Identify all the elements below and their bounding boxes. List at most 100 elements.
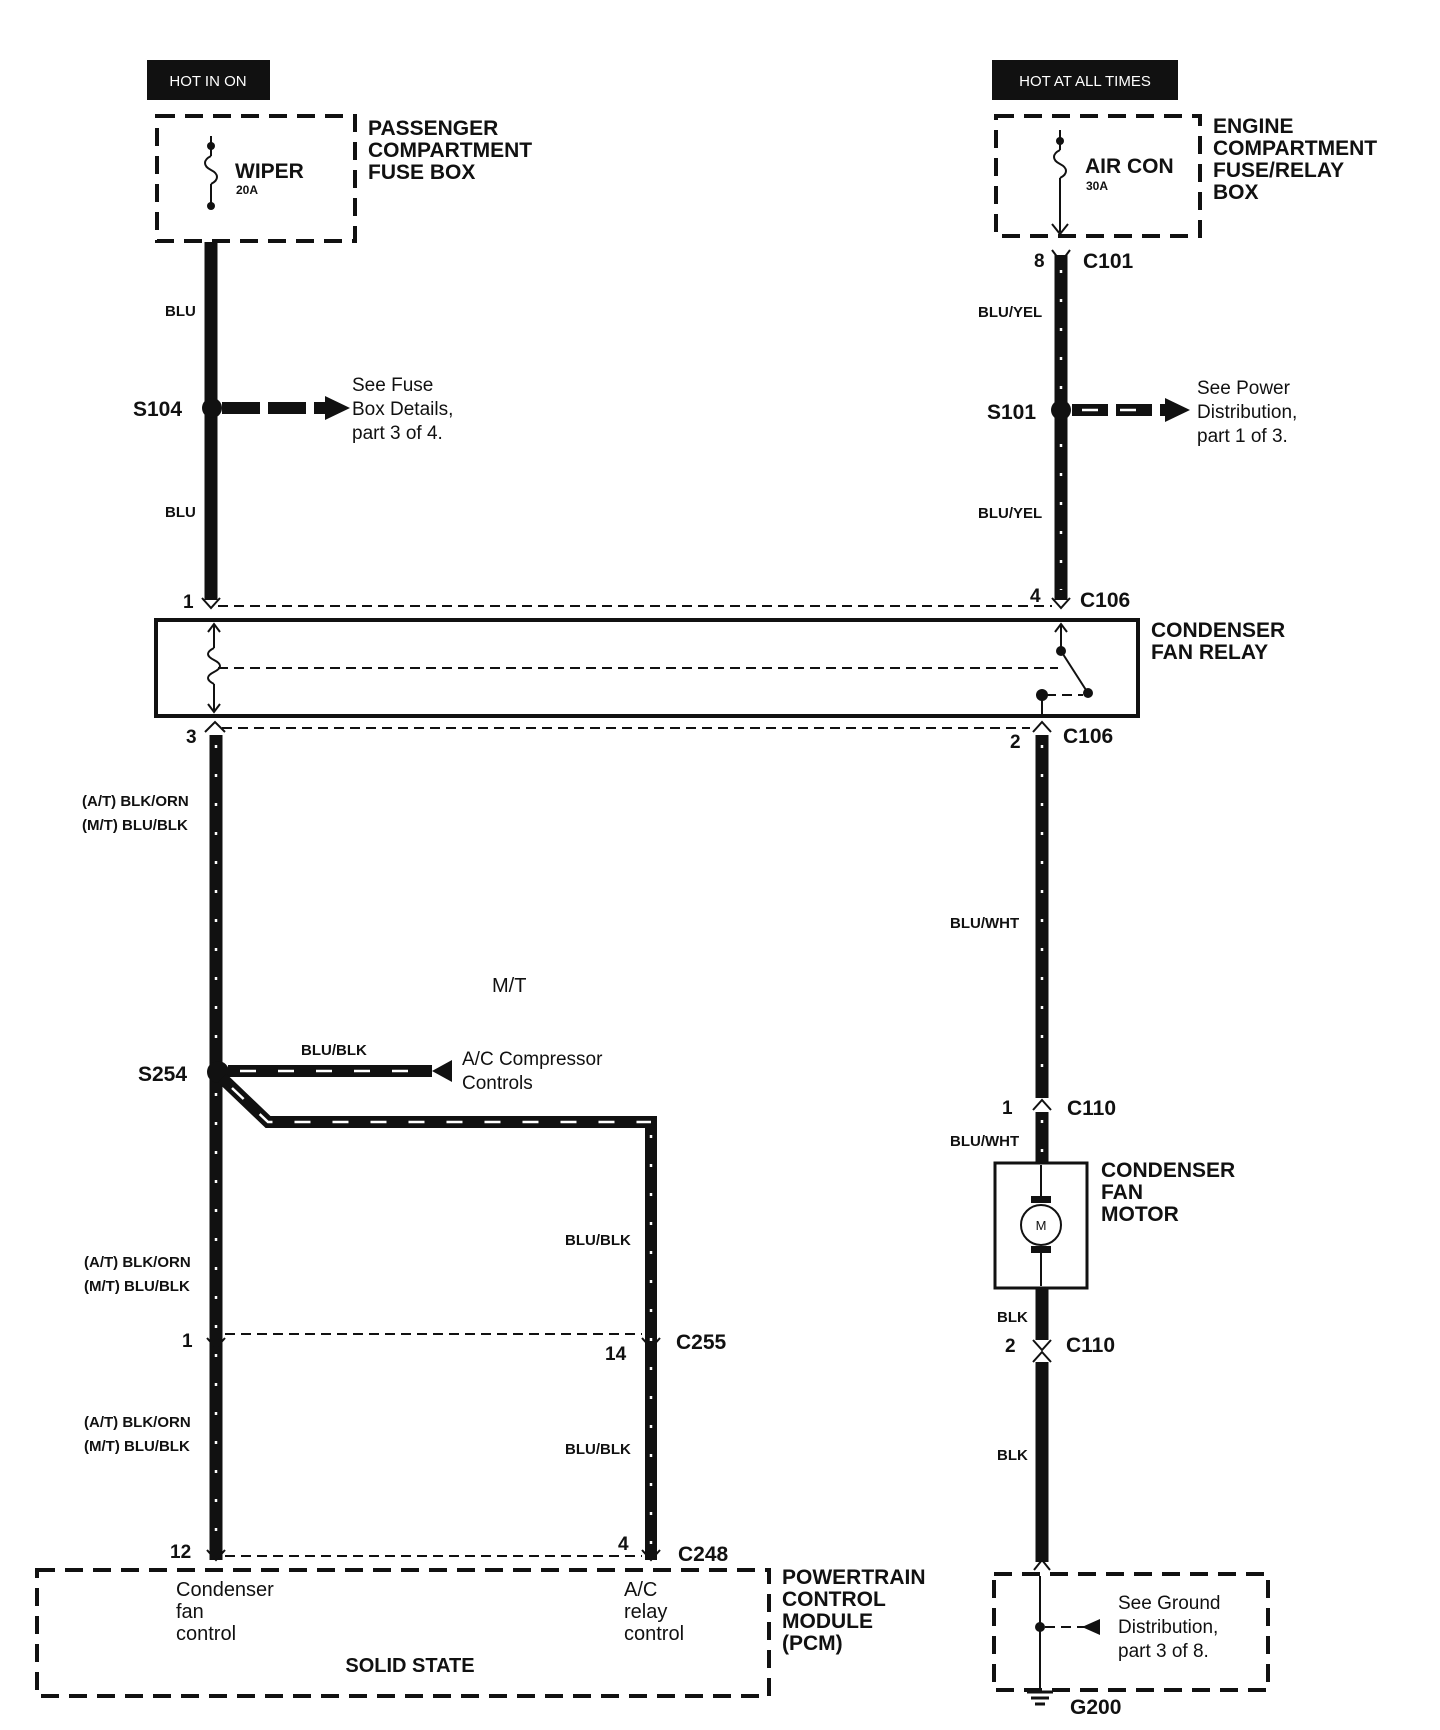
blu-label-lower: BLU [165,504,196,521]
c106-pin-2: 2 [1010,732,1021,753]
hot-in-on-label: HOT IN ON [147,60,270,100]
c101-pin: 8 [1034,251,1045,272]
ground-ref-line2: Distribution, [1118,1617,1218,1638]
relay-coil-icon [207,622,221,714]
mt-blu-blk-label-2: (M/T) BLU/BLK [84,1278,190,1295]
at-blk-orn-label-3: (A/T) BLK/ORN [84,1414,191,1431]
mt-blu-blk-label-1: (M/T) BLU/BLK [82,817,188,834]
hot-at-all-times-label: HOT AT ALL TIMES [992,60,1178,100]
blk-label-upper: BLK [997,1309,1028,1326]
ground-ref-line3: part 3 of 8. [1118,1641,1209,1662]
pcm-left-func-2: fan [176,1601,204,1623]
ac-compressor-ref-line1: A/C Compressor [462,1049,603,1070]
fuse-box-reference-arrow [222,396,350,420]
c106-pin-4: 4 [1030,586,1041,607]
wiper-fuse-icon [204,136,218,210]
pcm-label-line1: POWERTRAIN [782,1566,926,1589]
power-ref-line2: Distribution, [1197,402,1297,423]
ground-ref-line1: See Ground [1118,1593,1220,1614]
c110-top-label: C110 [1067,1097,1116,1120]
at-blk-orn-label-1: (A/T) BLK/ORN [82,793,189,810]
c106-bottom-label: C106 [1063,725,1113,748]
power-ref-line3: part 1 of 3. [1197,426,1288,447]
relay-switch-icon [1036,622,1093,714]
pcm-right-func-3: control [624,1623,684,1645]
ac-compressor-ref-line2: Controls [462,1073,533,1094]
fuse-box-ref-line2: Box Details, [352,399,453,420]
air-con-fuse-name: AIR CON [1085,155,1174,178]
condenser-fan-relay-box [154,618,1140,718]
blu-blk-branch-label: BLU/BLK [301,1042,367,1059]
c110-bottom-pin: 2 [1005,1336,1016,1357]
pcm-right-func-2: relay [624,1601,667,1623]
power-ref-line1: See Power [1197,378,1291,399]
motor-label-line2: FAN [1101,1181,1143,1204]
engine-fuse-relay-box [994,114,1202,238]
air-con-fuse-rating: 30A [1086,179,1108,193]
c248-pin-12: 12 [170,1542,191,1563]
blk-label-lower: BLK [997,1447,1028,1464]
s101-splice [1051,400,1071,420]
passenger-fuse-box [155,114,357,243]
c110-top-pin: 1 [1002,1098,1013,1119]
fuse-box-ref-line3: part 3 of 4. [352,423,443,444]
blu-yel-label-upper: BLU/YEL [978,304,1042,321]
mt-blu-blk-label-3: (M/T) BLU/BLK [84,1438,190,1455]
passenger-box-line1: PASSENGER [368,117,498,140]
c255-pin-1: 1 [182,1331,193,1352]
s104-splice [202,398,222,418]
air-con-fuse-icon [1051,130,1069,236]
svg-text:HOT IN ON: HOT IN ON [169,73,246,90]
ground-icon [1027,1690,1053,1706]
s101-label: S101 [987,401,1036,424]
s104-label: S104 [133,398,182,421]
c106-top-label: C106 [1080,589,1130,612]
c106-pin-1: 1 [183,592,194,613]
engine-box-line4: BOX [1213,181,1259,204]
relay-label-line1: CONDENSER [1151,619,1285,642]
pcm-solid-state: SOLID STATE [345,1655,474,1677]
svg-text:HOT AT ALL TIMES: HOT AT ALL TIMES [1019,73,1151,90]
pcm-box [35,1568,771,1698]
pcm-label-line2: CONTROL [782,1588,886,1611]
blu-wht-label-lower: BLU/WHT [950,1133,1019,1150]
engine-box-line3: FUSE/RELAY [1213,159,1344,182]
blu-label-upper: BLU [165,303,196,320]
blu-wht-label-upper: BLU/WHT [950,915,1019,932]
wiper-fuse-rating: 20A [236,183,258,197]
c255-label: C255 [676,1331,727,1354]
motor-icon: M [1020,1165,1062,1286]
pcm-label-line4: (PCM) [782,1632,843,1655]
at-blk-orn-label-2: (A/T) BLK/ORN [84,1254,191,1271]
blu-blk-label-c248: BLU/BLK [565,1441,631,1458]
pcm-left-func-3: control [176,1623,236,1645]
fuse-box-ref-line1: See Fuse [352,375,433,396]
c255-pin-14: 14 [605,1344,627,1365]
c110-bottom-label: C110 [1066,1334,1115,1357]
motor-label-line3: MOTOR [1101,1203,1179,1226]
s254-label: S254 [138,1063,187,1086]
engine-box-line2: COMPARTMENT [1213,137,1377,160]
blu-blk-label-c255: BLU/BLK [565,1232,631,1249]
pcm-label-line3: MODULE [782,1610,873,1633]
mt-label: M/T [492,975,526,997]
ac-relay-branch-wire [217,1073,657,1560]
c101-label: C101 [1083,250,1134,273]
motor-symbol: M [1036,1218,1047,1233]
g200-label: G200 [1070,1696,1121,1719]
power-distribution-reference-arrow [1072,398,1190,422]
pcm-left-func-1: Condenser [176,1579,274,1601]
blu-yel-label-lower: BLU/YEL [978,505,1042,522]
relay-label-line2: FAN RELAY [1151,641,1268,664]
engine-box-line1: ENGINE [1213,115,1294,138]
c106-pin-3: 3 [186,727,197,748]
wiper-fuse-name: WIPER [235,160,304,183]
pcm-right-func-1: A/C [624,1579,657,1601]
passenger-box-line3: FUSE BOX [368,161,475,184]
motor-label-line1: CONDENSER [1101,1159,1235,1182]
passenger-box-line2: COMPARTMENT [368,139,532,162]
c248-pin-4: 4 [618,1534,629,1555]
ac-compressor-branch [228,1060,452,1082]
c248-label: C248 [678,1543,729,1566]
